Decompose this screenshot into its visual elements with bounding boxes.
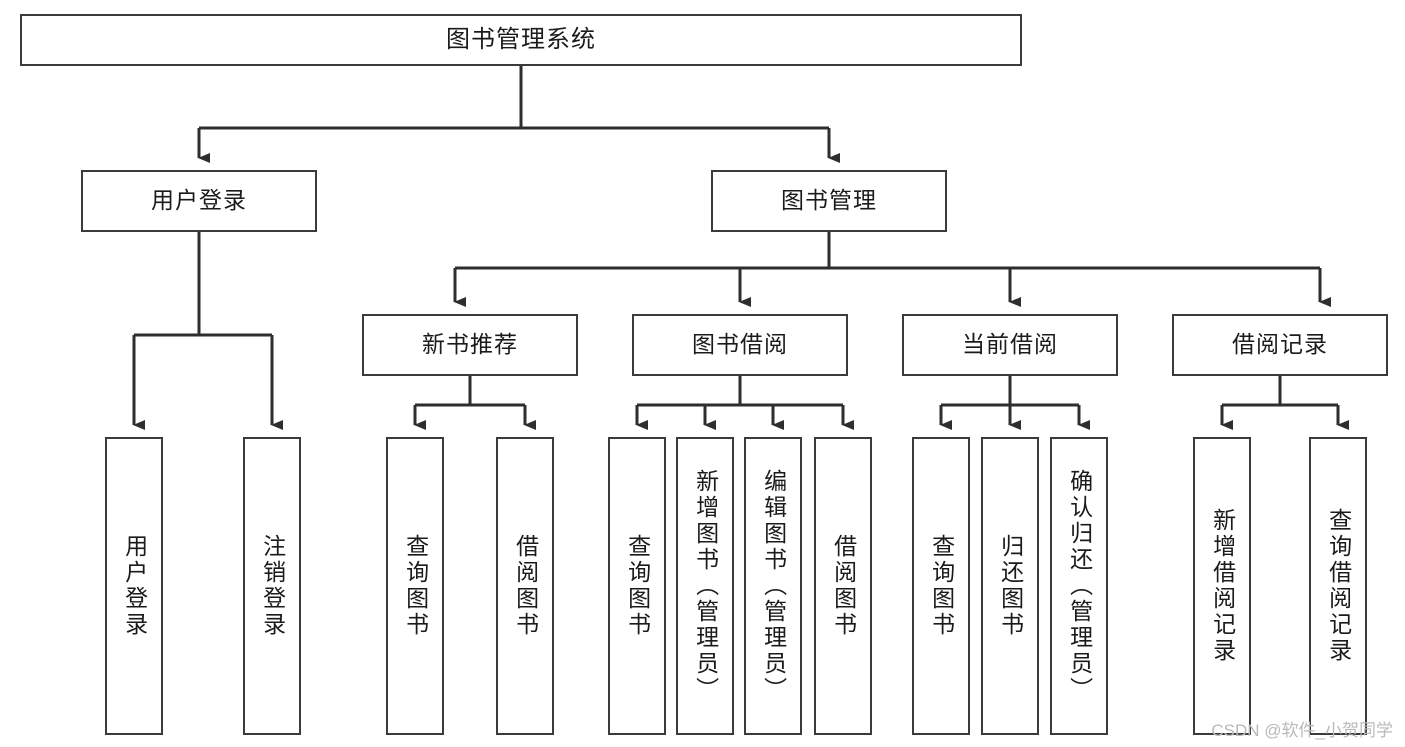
node-root-system[interactable]: 图书管理系统 [20, 14, 1022, 66]
leaf-borrow-query-book[interactable]: 查询图书 [608, 437, 666, 735]
node-new-book-recommend[interactable]: 新书推荐 [362, 314, 578, 376]
leaf-newbook-borrow-book[interactable]: 借阅图书 [496, 437, 554, 735]
leaf-borrow-edit-book-admin[interactable]: 编辑图书（管理员） [744, 437, 802, 735]
leaf-newbook-query-book[interactable]: 查询图书 [386, 437, 444, 735]
leaf-current-return-book[interactable]: 归还图书 [981, 437, 1039, 735]
leaf-current-confirm-return-admin[interactable]: 确认归还（管理员） [1050, 437, 1108, 735]
leaf-user-login[interactable]: 用户登录 [105, 437, 163, 735]
leaf-user-logout[interactable]: 注销登录 [243, 437, 301, 735]
leaf-borrow-borrow-book[interactable]: 借阅图书 [814, 437, 872, 735]
node-book-borrow[interactable]: 图书借阅 [632, 314, 848, 376]
leaf-record-query-record[interactable]: 查询借阅记录 [1309, 437, 1367, 735]
leaf-borrow-add-book-admin[interactable]: 新增图书（管理员） [676, 437, 734, 735]
node-borrow-record[interactable]: 借阅记录 [1172, 314, 1388, 376]
leaf-current-query-book[interactable]: 查询图书 [912, 437, 970, 735]
node-user-login[interactable]: 用户登录 [81, 170, 317, 232]
node-book-management[interactable]: 图书管理 [711, 170, 947, 232]
node-current-borrow[interactable]: 当前借阅 [902, 314, 1118, 376]
leaf-record-add-record[interactable]: 新增借阅记录 [1193, 437, 1251, 735]
watermark-text: CSDN @软件_小贺同学 [1211, 721, 1393, 740]
